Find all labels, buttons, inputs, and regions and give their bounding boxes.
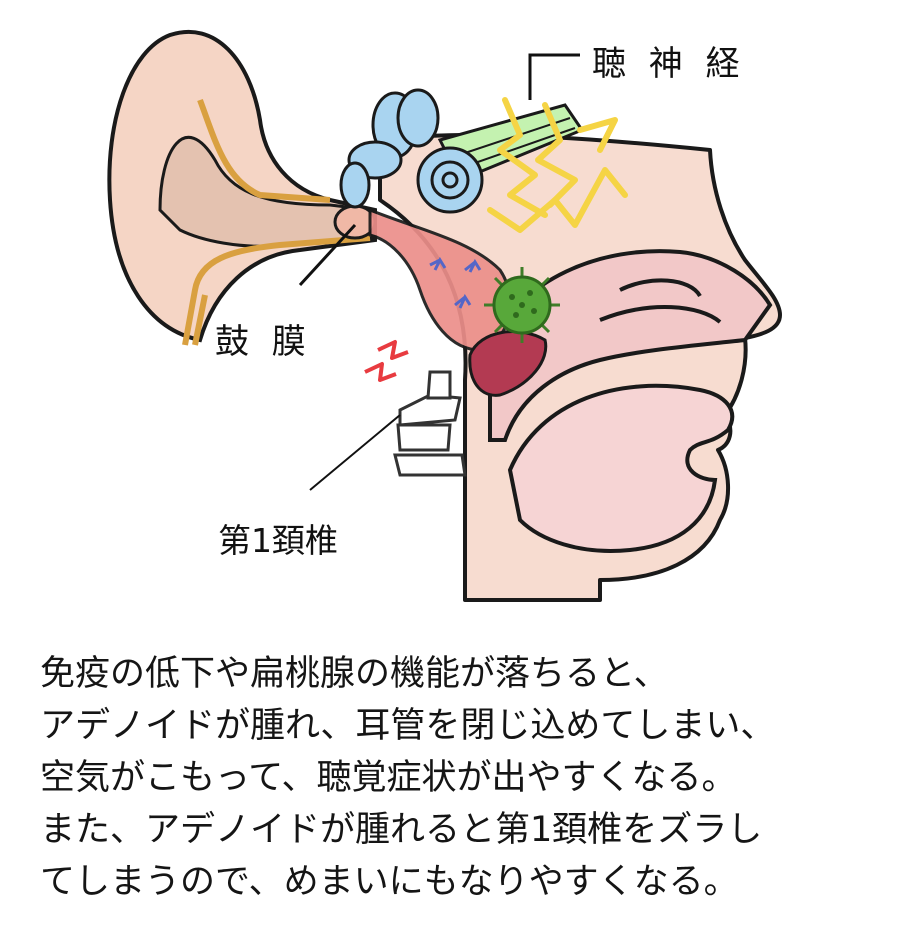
- tongue: [507, 383, 735, 553]
- vertebra-leader: [309, 414, 401, 491]
- virus-icon: [484, 267, 560, 343]
- eardrum-leader: [298, 223, 357, 287]
- nasal-concha-1: [619, 278, 702, 298]
- explanation-text: 免疫の低下や扁桃腺の機能が落ちると、 アデノイドが腫れ、耳管を閉じ込めてしまい、…: [40, 648, 910, 908]
- caption-line-3: 空気がこもって、聴覚症状が出やすくなる。: [40, 758, 737, 798]
- nerve-pain-zigzags: [487, 97, 628, 233]
- nasal-concha-2: [599, 305, 722, 324]
- ear-anatomy-diagram: [107, 29, 782, 602]
- caption-line-1: 免疫の低下や扁桃腺の機能が落ちると、: [40, 654, 669, 694]
- nasal-cavity: [488, 249, 773, 442]
- ear-tube: [182, 98, 371, 346]
- eardrum-label: 鼓 膜: [215, 322, 312, 362]
- inner-ear: [339, 88, 484, 214]
- caption-line-4: また、アデノイドが腫れると第1頚椎をズラし: [40, 810, 763, 850]
- pressure-arrows: [429, 256, 482, 309]
- adenoid: [468, 330, 548, 397]
- cervical-vertebra: [393, 370, 467, 477]
- pain-marks: [364, 340, 409, 382]
- first-cervical-label: 第1頚椎: [218, 521, 338, 560]
- auditory-nerve-label: 聴 神 経: [592, 44, 746, 84]
- caption-line-5: てしまうので、めまいにもなりやすくなる。: [40, 862, 739, 902]
- caption-line-2: アデノイドが腫れ、耳管を閉じ込めてしまい、: [40, 706, 776, 746]
- auditory-nerve-leader: [528, 53, 580, 100]
